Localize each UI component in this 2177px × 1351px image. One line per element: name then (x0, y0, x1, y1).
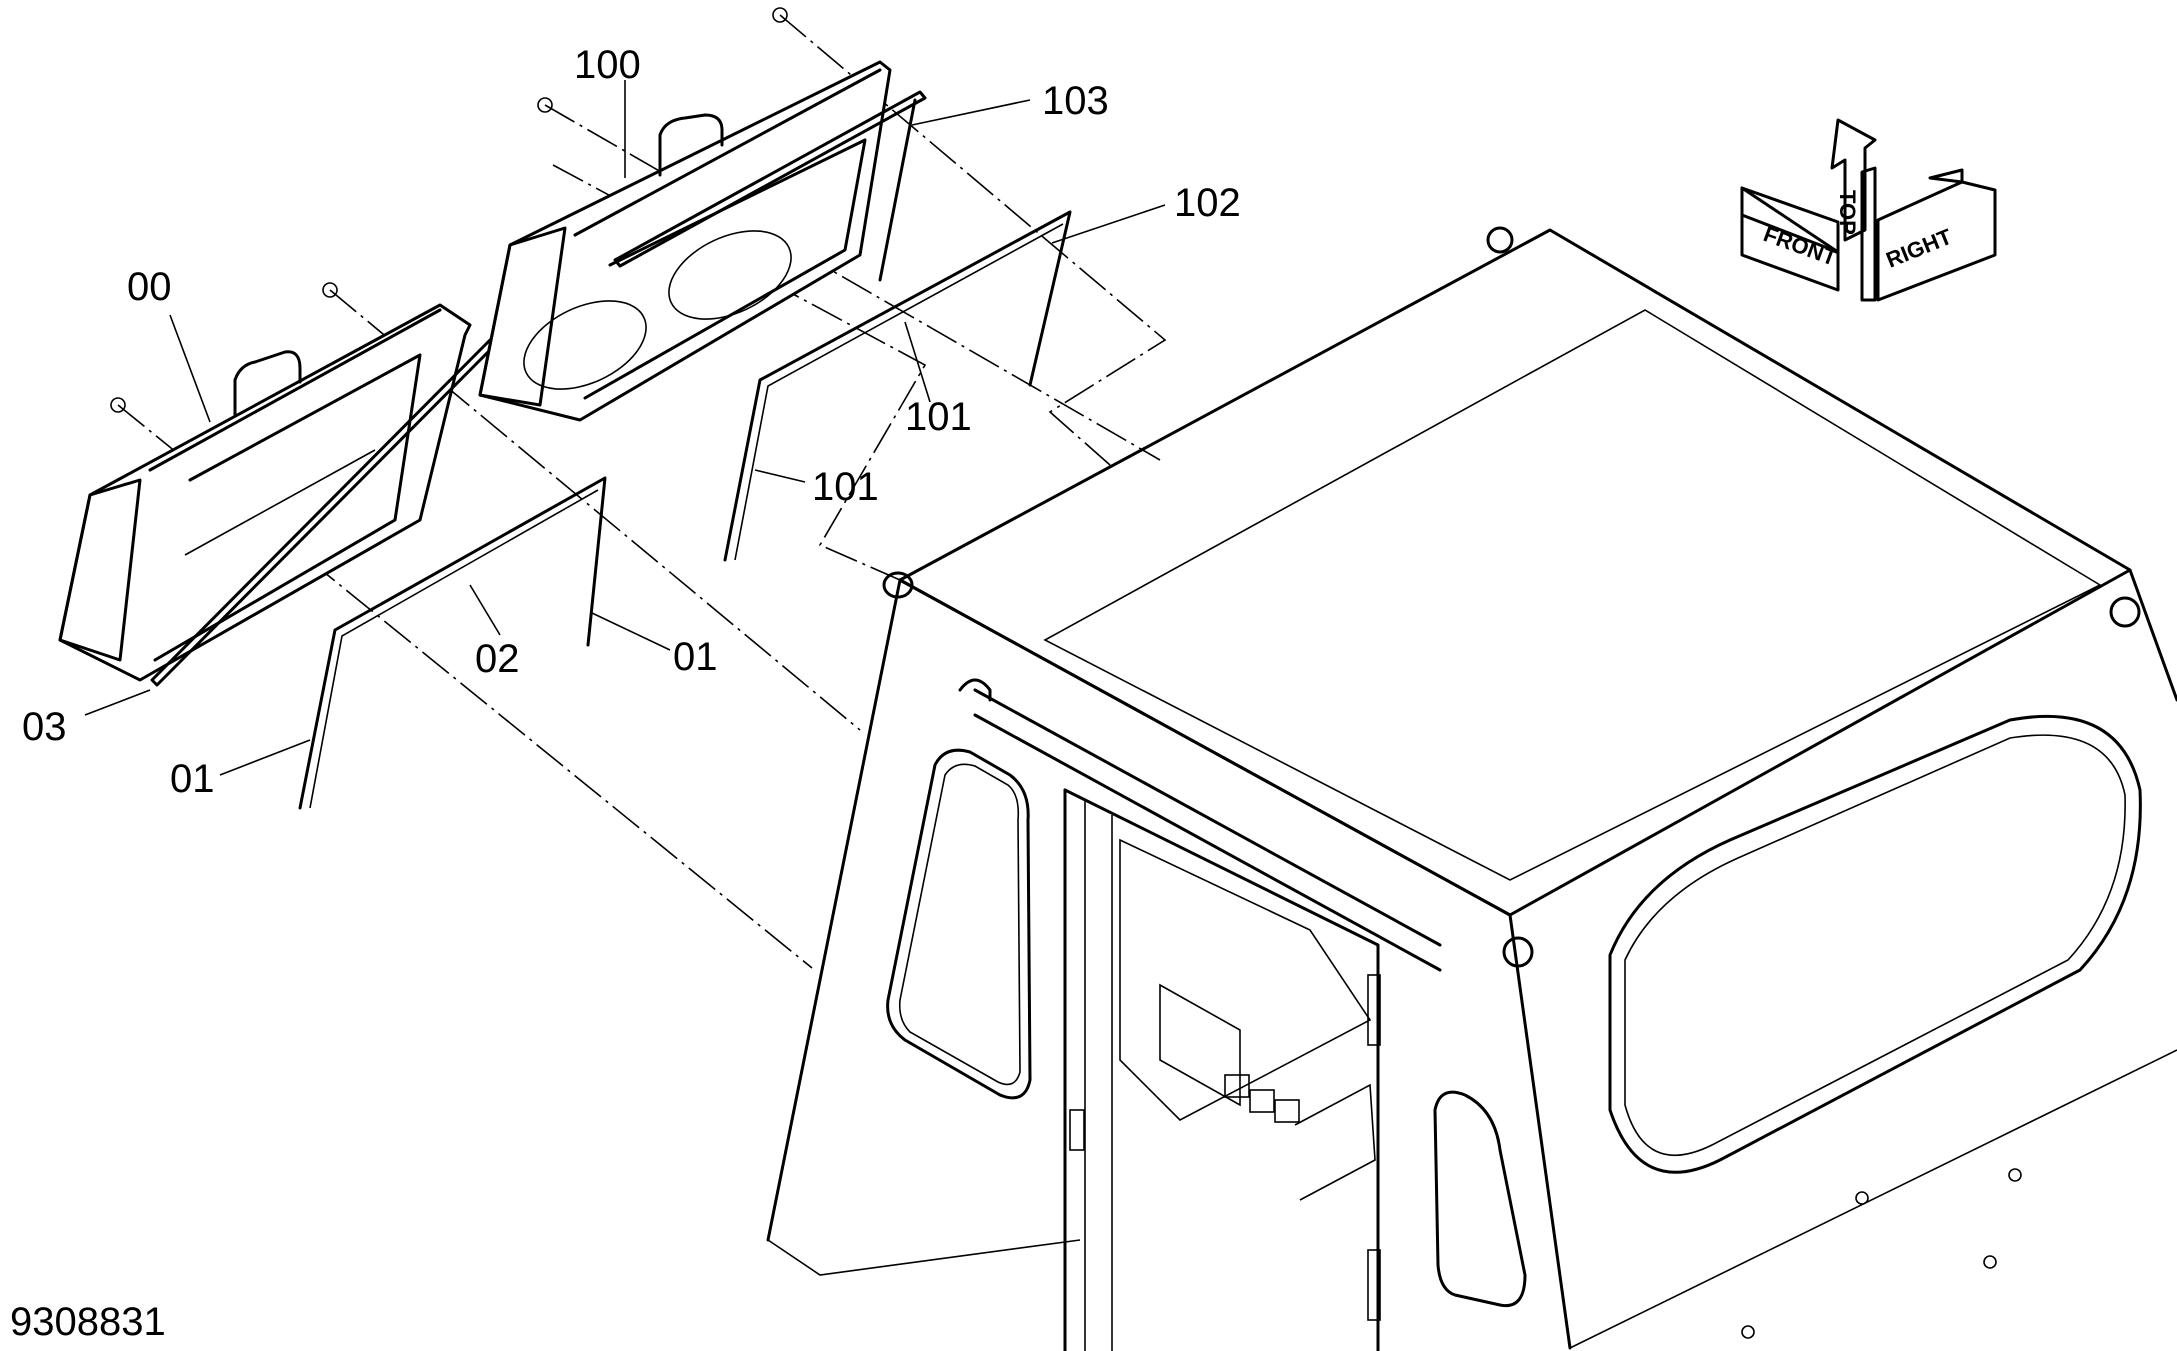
cab-body (766, 226, 2177, 1351)
callout-02: 02 (475, 637, 520, 681)
callout-01-right: 01 (673, 635, 718, 679)
callout-101-lower: 101 (812, 465, 879, 509)
callout-100: 100 (574, 43, 641, 87)
part-00-cover (58, 282, 497, 687)
part-01-02-seal-lower (298, 476, 607, 810)
callout-03: 03 (22, 705, 67, 749)
drawing-number: 9308831 (10, 1300, 166, 1344)
callout-101-upper: 101 (905, 395, 972, 439)
part-101-102-seal-upper (723, 210, 1072, 562)
callout-102: 102 (1174, 181, 1241, 225)
orientation-indicator: TOP FRONT RIGHT (1740, 118, 1997, 302)
callout-103: 103 (1042, 79, 1109, 123)
orientation-top-label: TOP (1835, 190, 1860, 235)
callout-00: 00 (127, 265, 172, 309)
callout-01-left: 01 (170, 757, 215, 801)
orientation-right-label: RIGHT (1883, 224, 1956, 273)
leader-lines (84, 80, 1166, 776)
part-100-cover (478, 7, 927, 422)
